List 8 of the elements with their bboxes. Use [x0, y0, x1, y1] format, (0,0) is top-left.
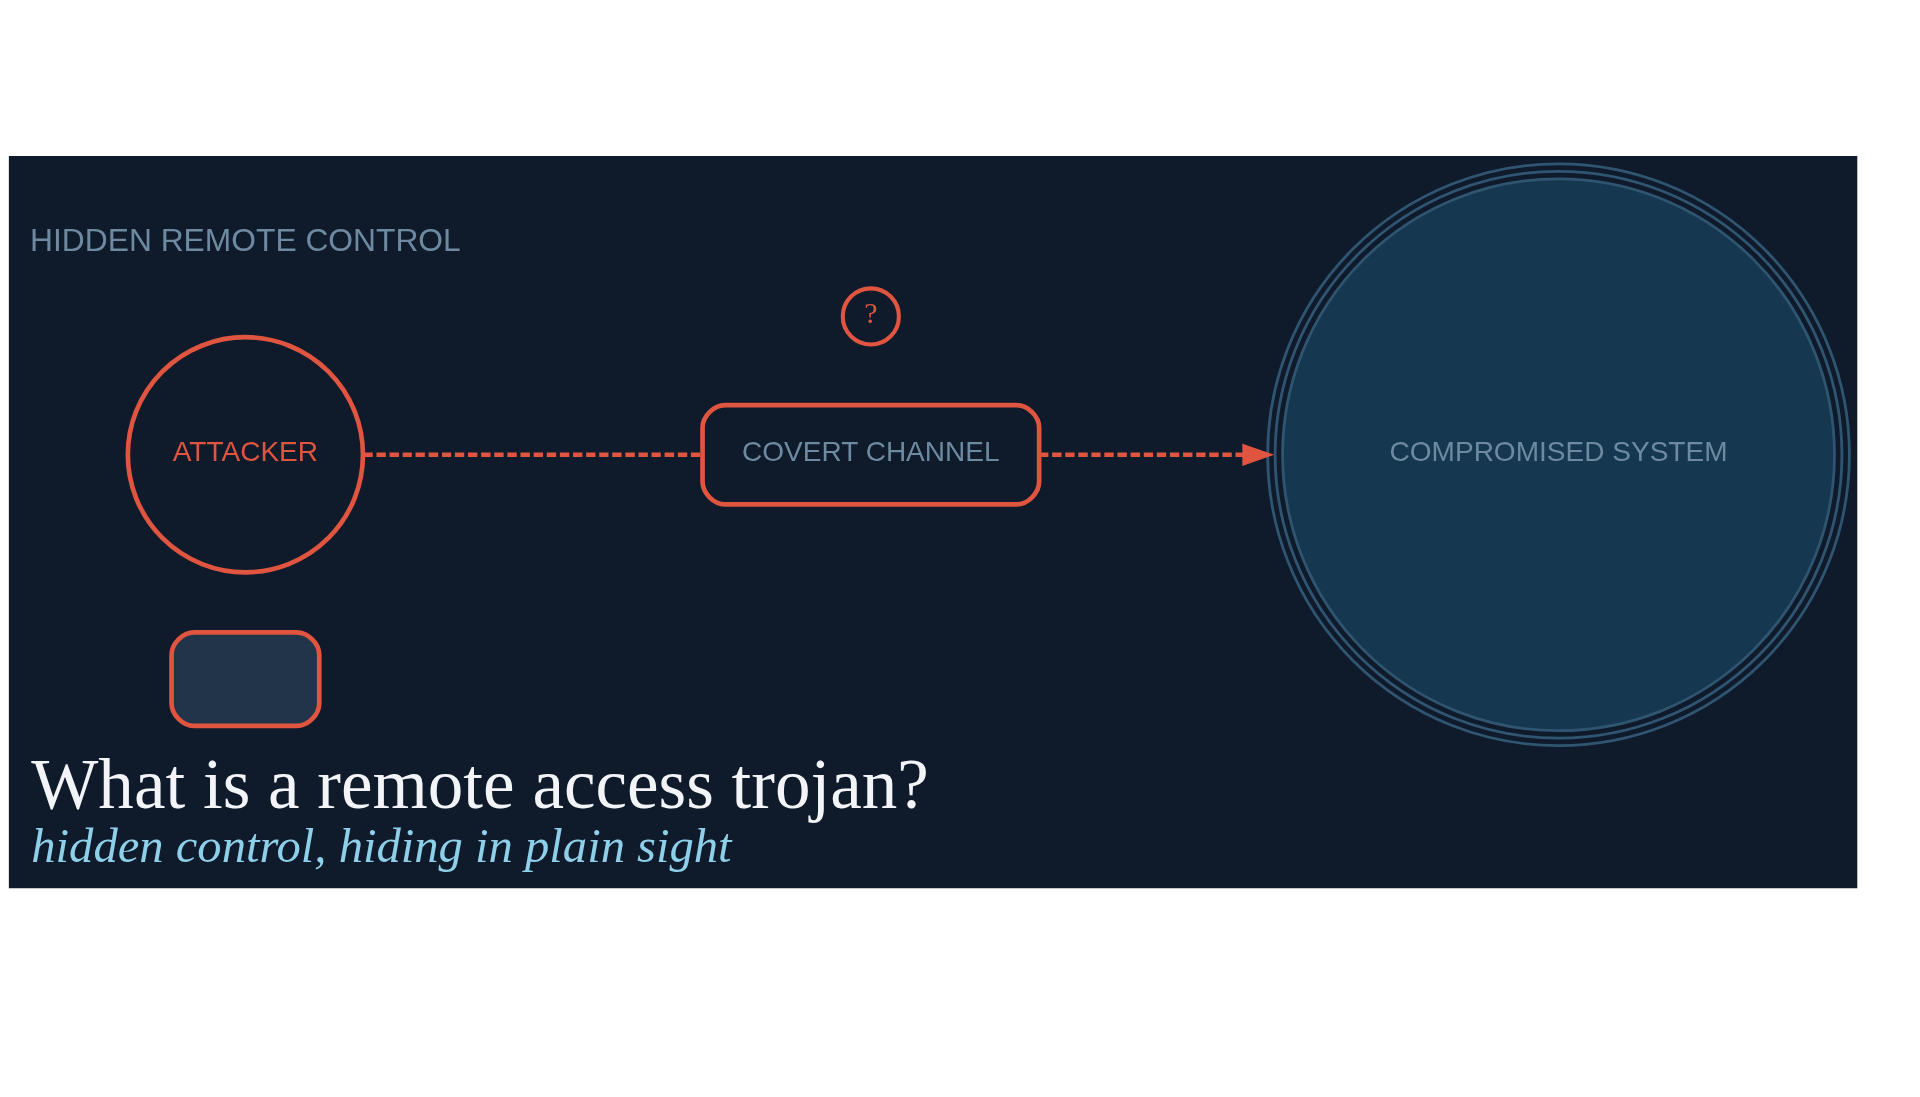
- connector: [363, 451, 703, 457]
- node-box: COVERT CHANNEL: [700, 402, 1042, 507]
- node-box: [169, 629, 322, 728]
- label: HIDDEN REMOTE CONTROL: [30, 221, 461, 258]
- node-circle: ATTACKER: [125, 334, 366, 575]
- node-circle: COMPROMISED SYSTEM: [1266, 161, 1851, 747]
- node-circle: ?: [840, 285, 901, 346]
- arrow: [1039, 443, 1275, 466]
